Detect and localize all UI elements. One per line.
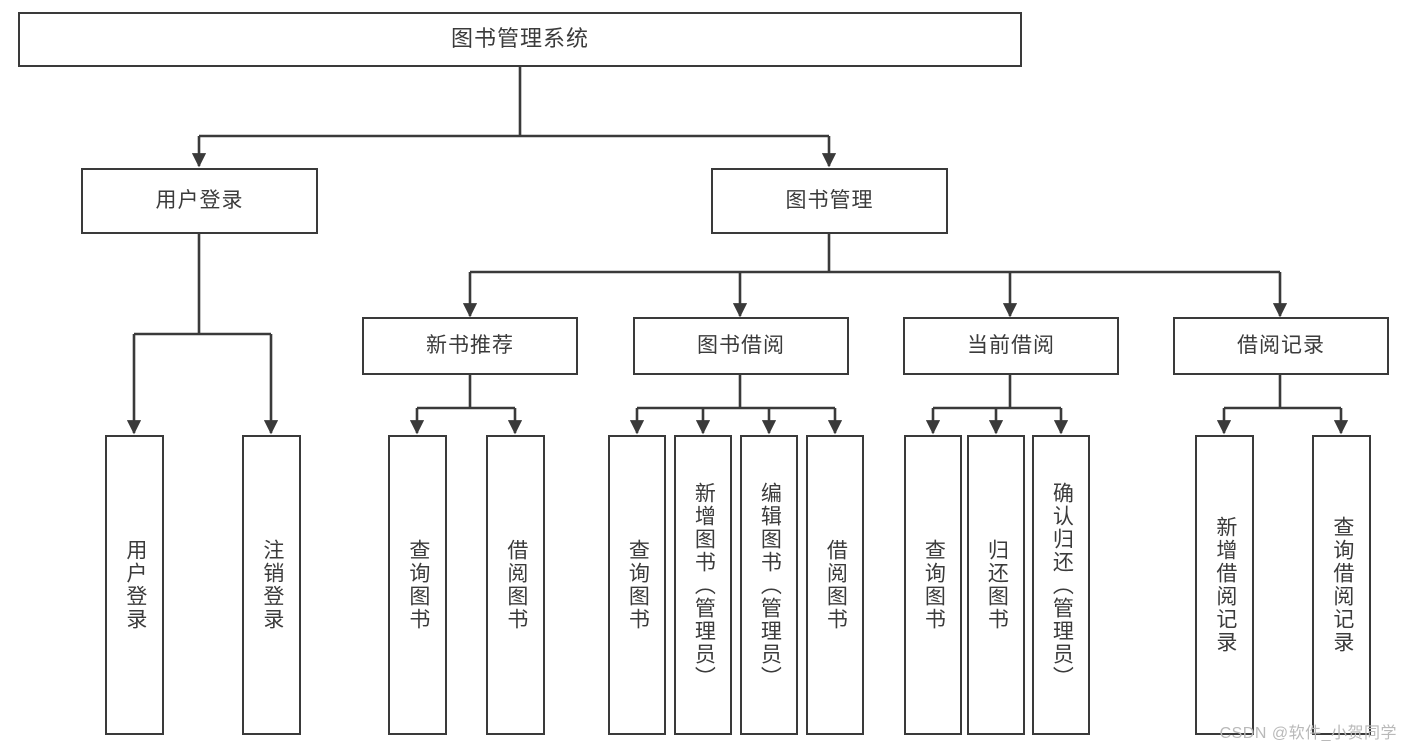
leaf-borrow-record-query-record[interactable]: 查询借阅记录 xyxy=(1312,435,1371,735)
node-label: 查询图书 xyxy=(922,539,946,631)
leaf-book-borrow-edit-book-admin[interactable]: 编辑图书（管理员） xyxy=(740,435,798,735)
node-label: 查询图书 xyxy=(626,539,650,631)
node-label: 图书管理系统 xyxy=(450,26,589,52)
leaf-new-book-borrow-book[interactable]: 借阅图书 xyxy=(486,435,545,735)
node-root-book-management-system[interactable]: 图书管理系统 xyxy=(18,12,1022,67)
node-label: 新增图书（管理员） xyxy=(692,481,716,689)
node-label: 借阅图书 xyxy=(504,539,528,631)
node-label: 查询借阅记录 xyxy=(1330,516,1354,654)
node-label: 图书借阅 xyxy=(697,334,785,358)
node-label: 借阅图书 xyxy=(824,539,848,631)
leaf-current-borrow-return-book[interactable]: 归还图书 xyxy=(967,435,1025,735)
node-label: 查询图书 xyxy=(406,539,430,631)
node-current-borrow[interactable]: 当前借阅 xyxy=(903,317,1119,375)
leaf-book-borrow-query-book[interactable]: 查询图书 xyxy=(608,435,666,735)
node-book-management[interactable]: 图书管理 xyxy=(711,168,948,234)
leaf-user-login-logout[interactable]: 注销登录 xyxy=(242,435,301,735)
node-borrow-record[interactable]: 借阅记录 xyxy=(1173,317,1389,375)
node-label: 新书推荐 xyxy=(426,334,514,358)
leaf-book-borrow-add-book-admin[interactable]: 新增图书（管理员） xyxy=(674,435,732,735)
leaf-borrow-record-add-record[interactable]: 新增借阅记录 xyxy=(1195,435,1254,735)
node-label: 确认归还（管理员） xyxy=(1050,481,1074,689)
leaf-new-book-query-book[interactable]: 查询图书 xyxy=(388,435,447,735)
node-user-login[interactable]: 用户登录 xyxy=(81,168,318,234)
leaf-user-login-login[interactable]: 用户登录 xyxy=(105,435,164,735)
node-label: 注销登录 xyxy=(260,539,284,631)
node-label: 用户登录 xyxy=(123,539,147,631)
node-label: 编辑图书（管理员） xyxy=(758,481,782,689)
leaf-current-borrow-query-book[interactable]: 查询图书 xyxy=(904,435,962,735)
node-label: 借阅记录 xyxy=(1237,334,1325,358)
node-label: 当前借阅 xyxy=(967,334,1055,358)
csdn-watermark: CSDN @软件_小贺同学 xyxy=(1219,725,1397,742)
node-book-borrow[interactable]: 图书借阅 xyxy=(633,317,849,375)
leaf-current-borrow-confirm-return-admin[interactable]: 确认归还（管理员） xyxy=(1032,435,1090,735)
leaf-book-borrow-borrow-book[interactable]: 借阅图书 xyxy=(806,435,864,735)
node-label: 新增借阅记录 xyxy=(1213,516,1237,654)
node-new-book-recommend[interactable]: 新书推荐 xyxy=(362,317,578,375)
node-label: 图书管理 xyxy=(785,189,874,213)
node-label: 归还图书 xyxy=(985,539,1009,631)
node-label: 用户登录 xyxy=(155,189,244,213)
